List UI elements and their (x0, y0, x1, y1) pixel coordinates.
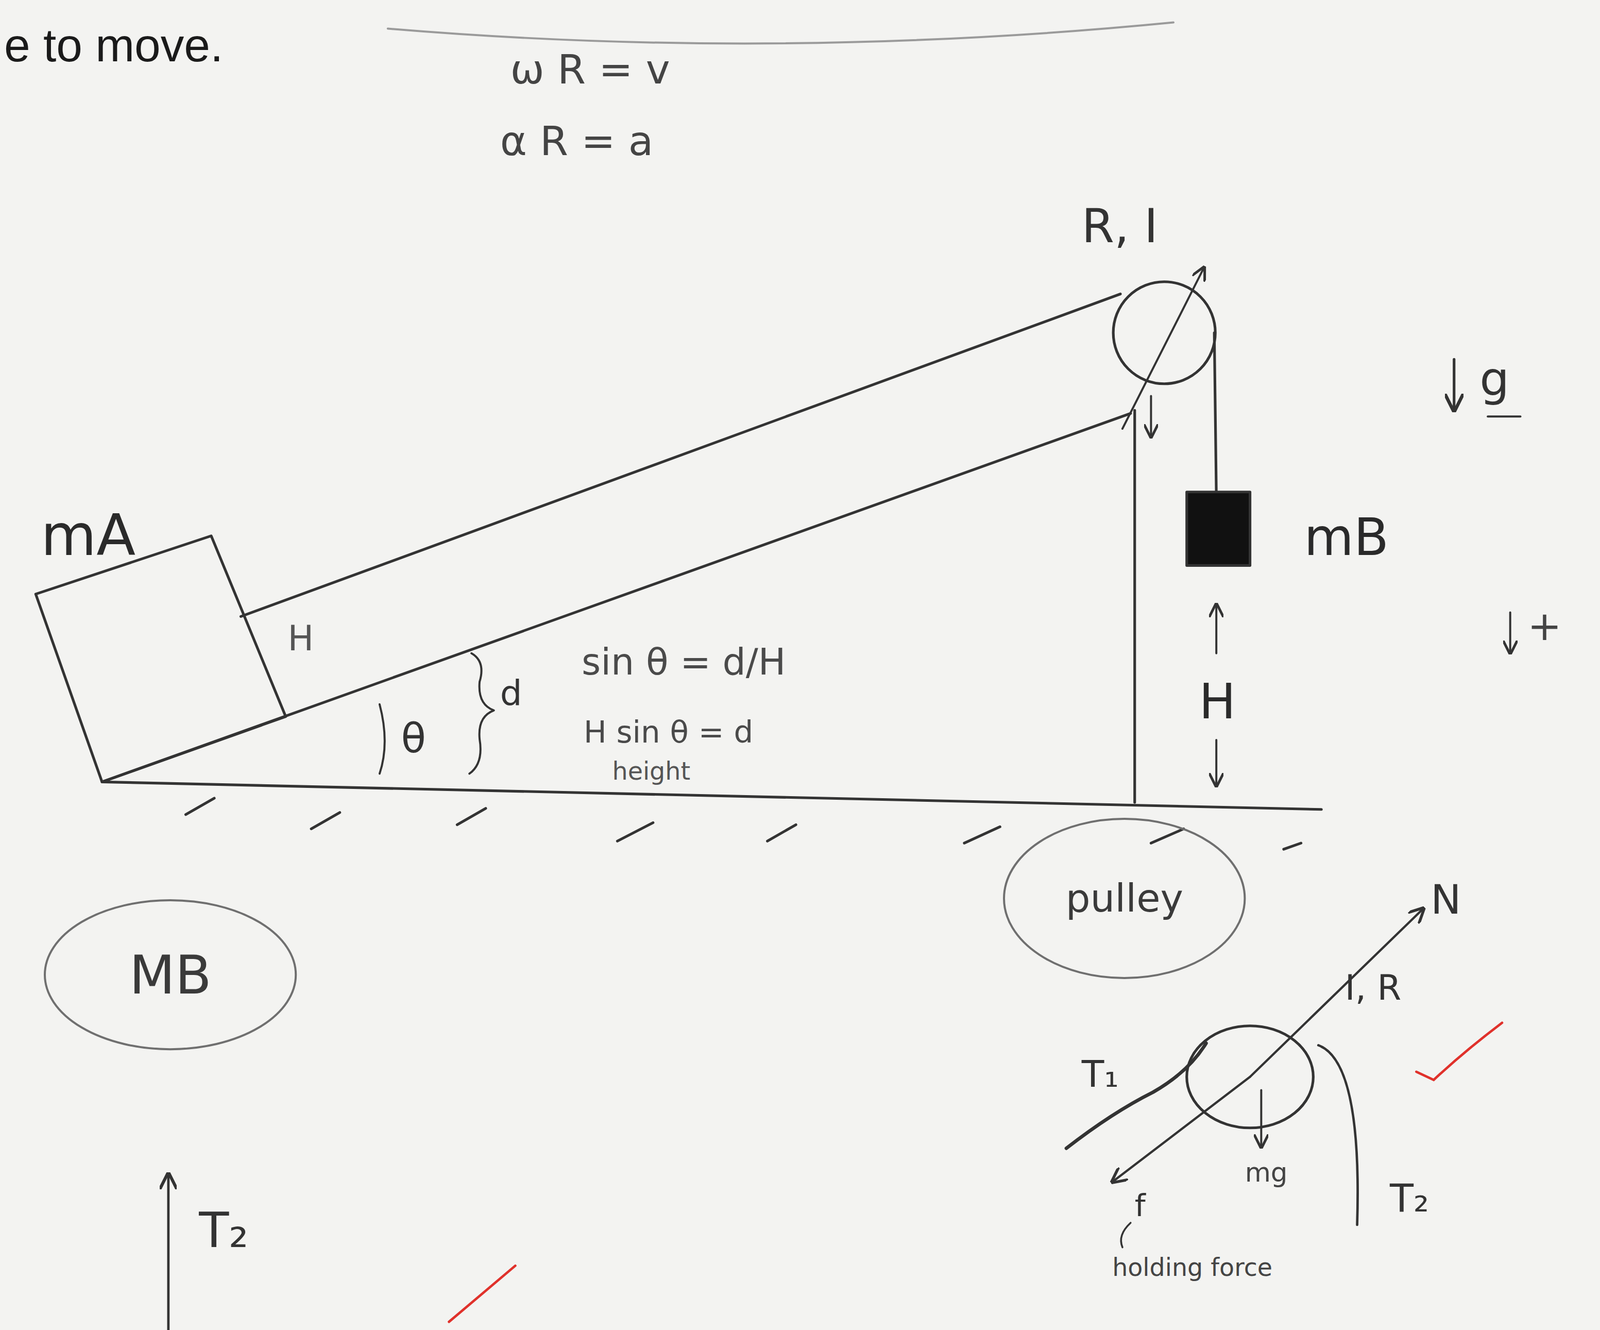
sketch-label: mg (1245, 1156, 1288, 1188)
sketch-label: H (1199, 673, 1237, 730)
check-mark (449, 1265, 516, 1322)
callout-line (1120, 1222, 1131, 1248)
sketch-label: ω R = v (509, 45, 670, 93)
dim-arrow-down (1215, 739, 1218, 786)
pulley-wheel (1113, 281, 1216, 384)
sketch-label: R, I (1081, 198, 1159, 253)
ground-hatch (185, 797, 1302, 849)
string (240, 293, 1121, 617)
sketch-label: N (1430, 875, 1461, 923)
sketch-label: I, R (1345, 967, 1402, 1008)
pulley-axis (1122, 267, 1204, 429)
sketch-label: sin θ = d/H (581, 640, 786, 684)
sketch-label: e to move. (4, 18, 224, 73)
block-b (1186, 491, 1251, 566)
sketch-label: g (1479, 351, 1510, 406)
sketch-label: holding force (1112, 1253, 1273, 1282)
rope-t2 (1318, 1044, 1358, 1225)
sketch-label: H sin θ = d (583, 714, 754, 750)
block-a (35, 535, 286, 782)
sketch-label: θ (400, 714, 426, 762)
sketch-label: height (612, 757, 691, 786)
sketch-label: T₂ (198, 1201, 249, 1258)
height-bracket (469, 653, 495, 774)
sketch-label: + (1527, 602, 1562, 650)
string-vertical (1214, 332, 1217, 495)
sketch-label: f (1134, 1187, 1146, 1223)
sketch-label: α R = a (500, 117, 654, 165)
sketch-label: H (287, 618, 315, 658)
incline-side (1133, 410, 1136, 803)
margin-stroke (387, 22, 1174, 44)
underline (1487, 415, 1521, 418)
weight-arrow (1260, 1090, 1263, 1148)
sketch-label: mA (40, 502, 136, 569)
note-text: MB (42, 944, 298, 1006)
sketch-label: mB (1304, 507, 1389, 567)
sketch-label: d (500, 673, 523, 713)
circled-note: pulley (1001, 816, 1247, 980)
sketch-label: T₂ (1389, 1175, 1429, 1221)
angle-mark (379, 704, 385, 774)
gravity-arrow (1452, 359, 1456, 411)
pulley-arrow (1149, 396, 1152, 437)
circled-note: MB (42, 897, 298, 1051)
rope-t1 (1066, 1042, 1206, 1148)
tension-arrow (166, 1173, 170, 1330)
note-text: pulley (1001, 875, 1247, 921)
normal-arrow (1250, 908, 1424, 1077)
holding-arrow (1112, 1076, 1250, 1182)
dim-arrow-up (1215, 604, 1218, 654)
ground-line (101, 781, 1322, 809)
check-mark (1416, 1022, 1502, 1080)
sketch-label: T₁ (1081, 1052, 1119, 1096)
positive-arrow (1509, 611, 1512, 653)
